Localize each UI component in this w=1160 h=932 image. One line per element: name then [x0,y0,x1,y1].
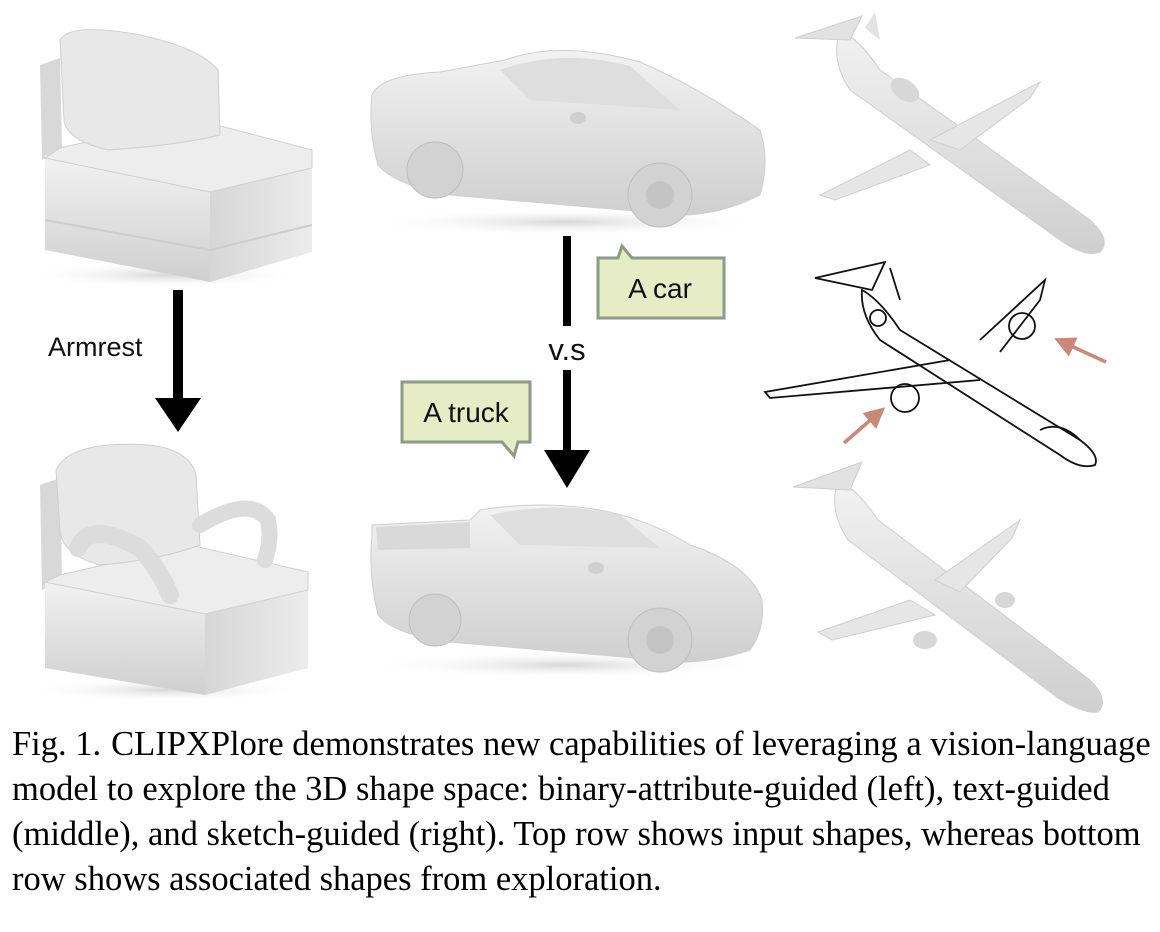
output-airplane-shape [792,461,1103,713]
sketch-pointer-arrow-right [1054,337,1107,364]
armrest-label: Armrest [48,332,143,362]
car-text-bubble: A car [596,242,726,320]
figure-1: Armrest v.s A car A truck [25,12,1107,713]
input-airplane-shape [794,12,1105,254]
output-chair-with-armrest-shape [25,443,309,702]
versus-arrow [544,236,590,488]
input-chair-shape [25,29,313,289]
versus-label: v.s [548,332,585,367]
caption-text: CLIPXPlore demonstrates new capabilities… [12,725,1151,898]
input-car-shape [365,50,766,236]
figure-caption: Fig. 1.CLIPXPlore demonstrates new capab… [12,722,1152,902]
figure-number: Fig. 1. [12,725,102,763]
armrest-arrow [155,290,201,432]
airplane-sketch [763,260,1097,468]
output-truck-shape [365,504,765,679]
sketch-pointer-arrow-left [842,407,886,445]
figure-illustration: Armrest v.s A car A truck [25,12,1107,713]
truck-bubble-text: A truck [423,397,510,428]
truck-text-bubble: A truck [400,380,532,460]
car-bubble-text: A car [628,273,692,304]
